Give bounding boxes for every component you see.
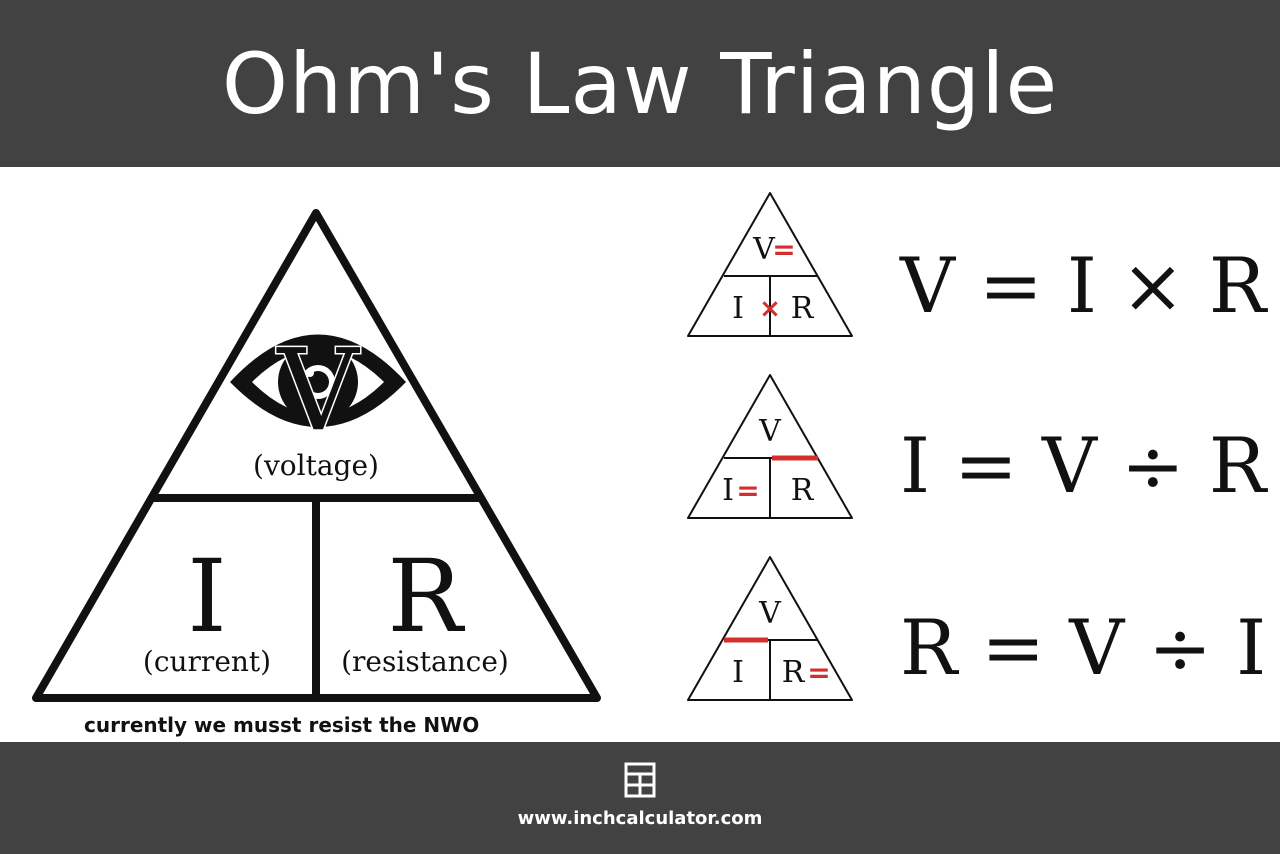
- small-left-letter: I: [722, 473, 734, 508]
- small-left-letter: I: [732, 291, 744, 326]
- small-right-mark: =: [807, 656, 830, 689]
- diagram-area: V (voltage) I (current) R (resistance) c…: [0, 167, 1280, 742]
- big-right-letter: R: [387, 538, 465, 655]
- big-top-letter: V: [276, 326, 361, 456]
- footer-band: www.inchcalculator.com: [0, 742, 1280, 854]
- calculator-icon: [624, 762, 656, 798]
- small-right-letter: R: [791, 291, 815, 326]
- small-top-letter: V: [752, 232, 776, 267]
- small-triangle-3: V I R =: [687, 556, 853, 701]
- small-top-mark: =: [772, 233, 795, 266]
- small-left-letter: I: [732, 655, 744, 690]
- small-right-letter: R: [791, 473, 815, 508]
- footer-url[interactable]: www.inchcalculator.com: [517, 808, 763, 829]
- small-triangle-2: V I = R: [687, 374, 853, 519]
- small-left-mark: =: [736, 474, 759, 507]
- eye-icon: [230, 334, 406, 427]
- small-top-letter: V: [758, 414, 782, 449]
- caption: currently we musst resist the NWO: [84, 713, 480, 737]
- big-left-sub: (current): [143, 645, 271, 678]
- formula-2: I = V ÷ R: [900, 421, 1267, 510]
- small-right-letter: R: [782, 655, 806, 690]
- small-middle-mark: ×: [759, 294, 781, 324]
- page-title: Ohm's Law Triangle: [221, 34, 1059, 133]
- title-band: Ohm's Law Triangle: [0, 0, 1280, 167]
- small-top-letter: V: [758, 596, 782, 631]
- formula-1: V = I × R: [900, 241, 1267, 330]
- big-left-letter: I: [187, 538, 227, 655]
- big-top-sub: (voltage): [253, 449, 379, 482]
- small-triangle-1: V = I × R: [687, 192, 853, 337]
- formula-3: R = V ÷ I: [900, 603, 1267, 692]
- big-triangle: V (voltage) I (current) R (resistance): [32, 209, 601, 702]
- big-right-sub: (resistance): [341, 645, 509, 678]
